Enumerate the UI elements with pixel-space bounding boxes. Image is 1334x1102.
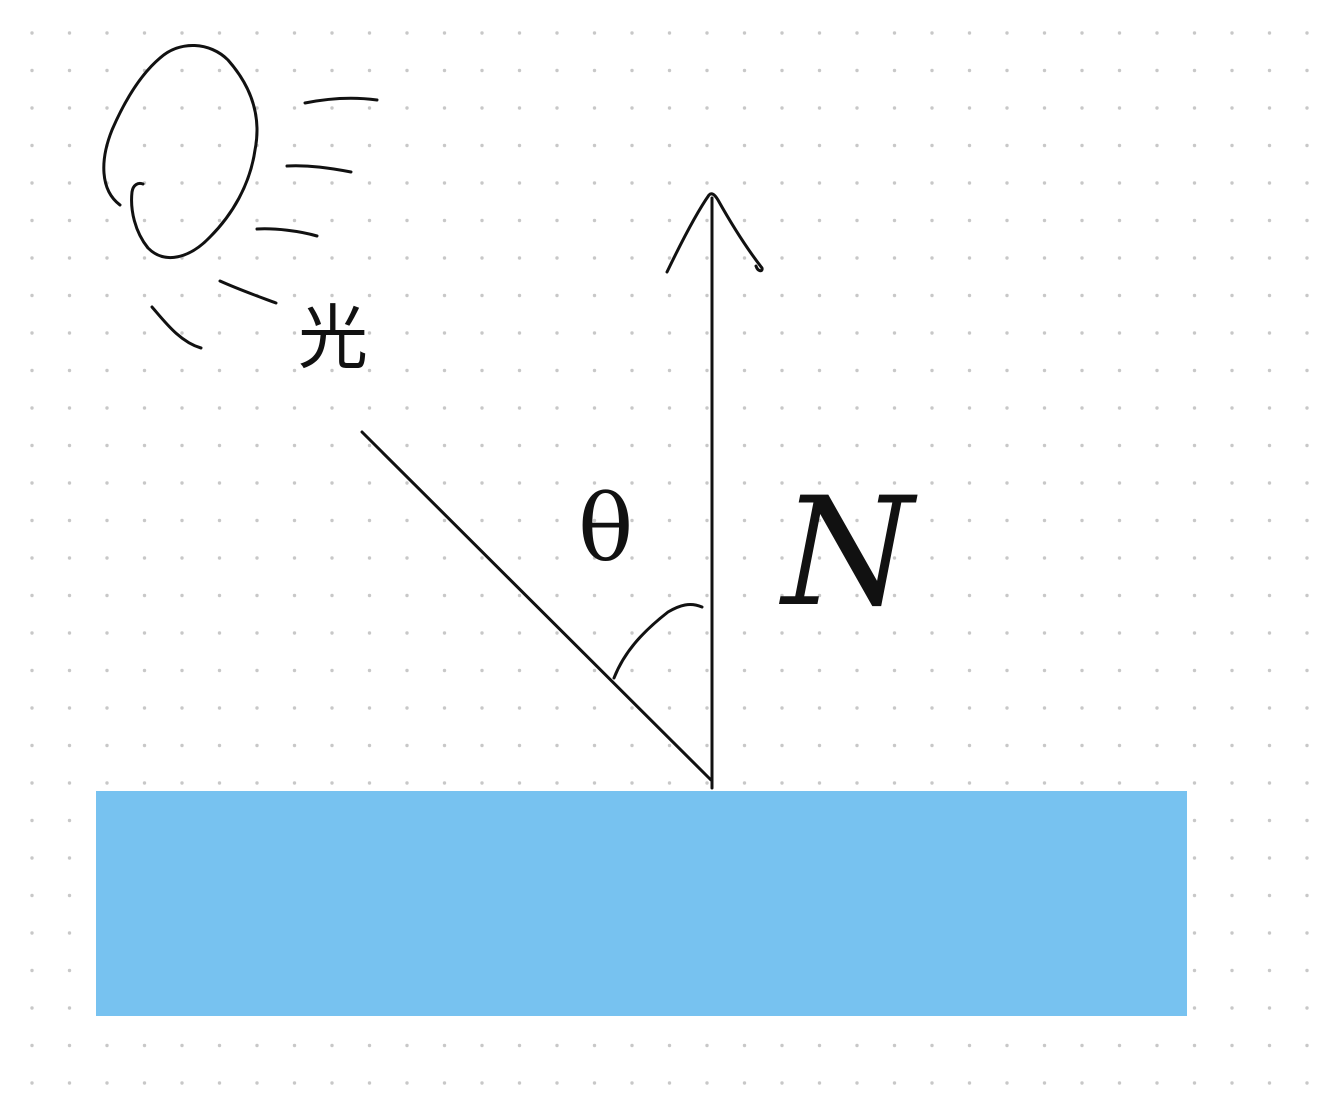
light-label: 光 — [298, 297, 368, 379]
svg-text:光: 光 — [298, 297, 368, 379]
angle-arc — [612, 603, 704, 680]
angle-label: θ — [578, 475, 633, 582]
normal-vector — [665, 192, 764, 790]
reflective-surface[interactable] — [96, 791, 1187, 1016]
normal-label: N — [779, 466, 918, 640]
incident-ray — [360, 430, 713, 782]
arrowhead-icon — [665, 192, 764, 274]
sun-icon — [102, 44, 379, 350]
